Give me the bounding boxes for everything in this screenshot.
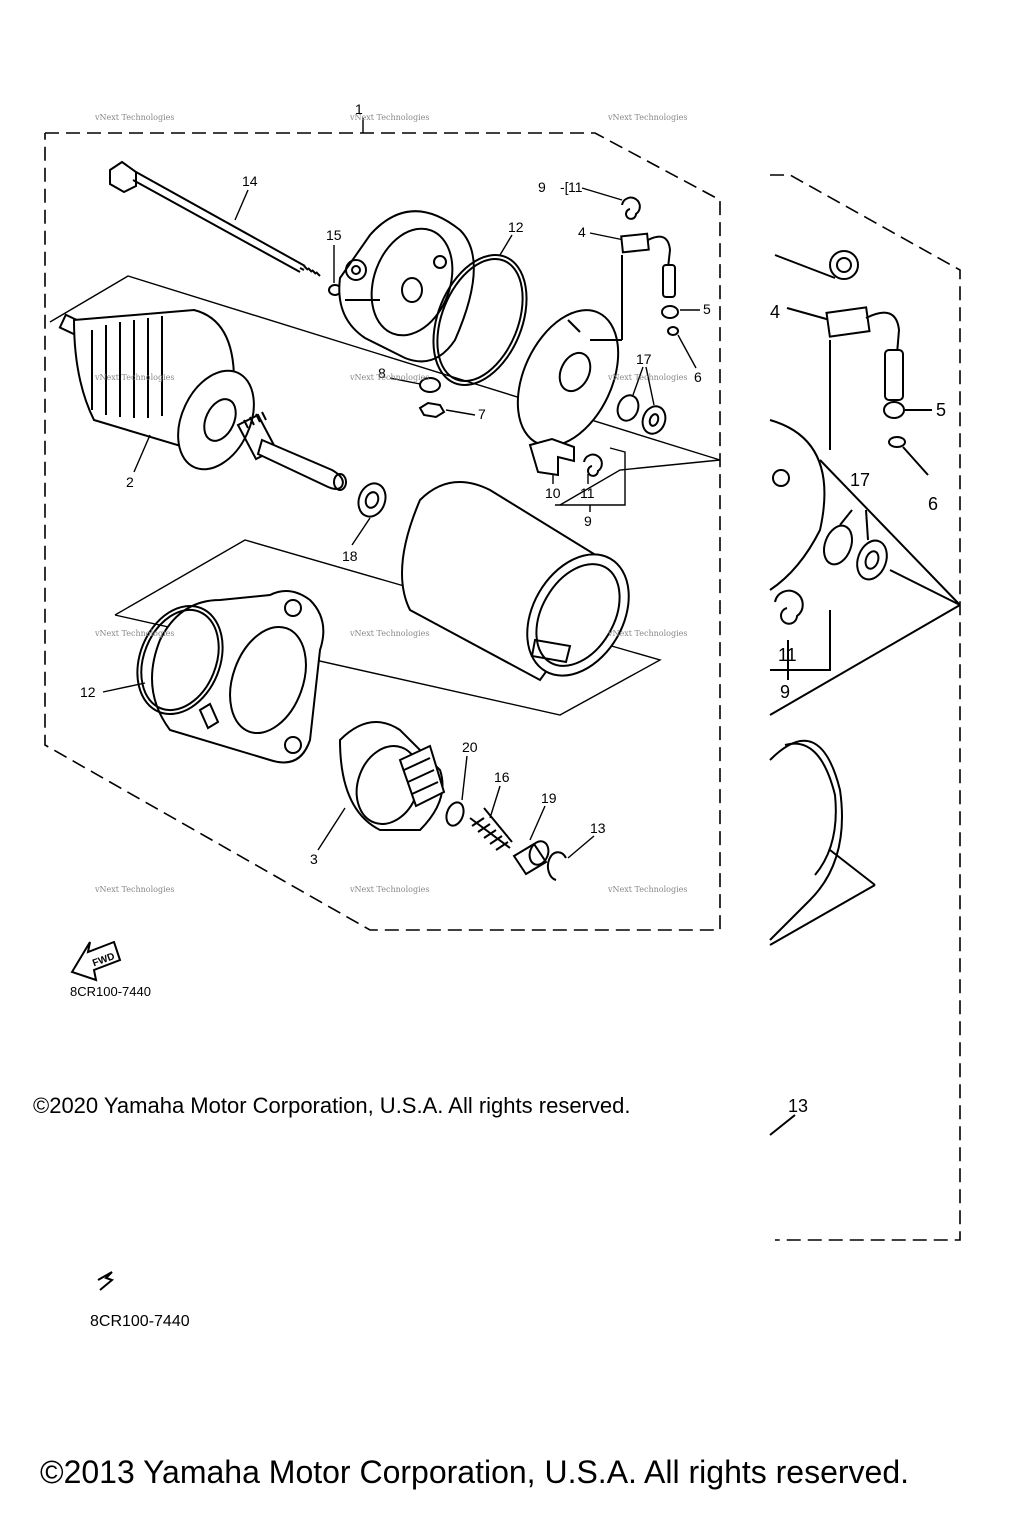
callout-3: 3 — [310, 851, 318, 867]
zoomed-diagram-background: 4 5 6 17 11 9 13 8CR100-7440 — [90, 174, 961, 1330]
zoom-callout-4: 4 — [770, 302, 780, 322]
callout-15: 15 — [326, 227, 342, 243]
callout-12-bottom: 12 — [80, 684, 96, 700]
callout-4: 4 — [578, 224, 586, 240]
callout-12-top: 12 — [508, 219, 524, 235]
spring-16 — [469, 807, 513, 851]
callout-13: 13 — [590, 820, 606, 836]
zoom-callout-9: 9 — [780, 682, 790, 702]
callout-5: 5 — [703, 301, 711, 317]
washer-8 — [419, 377, 441, 393]
zoom-callout-11: 11 — [778, 645, 797, 665]
svg-text:vNext Technologies: vNext Technologies — [94, 885, 174, 894]
brush-spring-11-top — [621, 196, 641, 220]
callout-2: 2 — [126, 474, 134, 490]
collar-19 — [512, 840, 550, 876]
callout-1: 1 — [355, 101, 363, 117]
callout-16: 16 — [494, 769, 510, 785]
svg-text:vNext Technologies: vNext Technologies — [94, 113, 174, 122]
fwd-arrow-fragment-icon — [97, 1271, 115, 1291]
callout-17: 17 — [636, 351, 652, 367]
through-bolt — [109, 160, 321, 277]
brush-4 — [620, 232, 676, 340]
front-cover-bracket — [151, 590, 325, 764]
zoom-callout-6: 6 — [928, 494, 938, 514]
callout-6: 6 — [694, 369, 702, 385]
svg-text:vNext Technologies: vNext Technologies — [349, 885, 429, 894]
callout-18: 18 — [342, 548, 358, 564]
svg-text:vNext Technologies: vNext Technologies — [607, 373, 687, 382]
circlip-13 — [546, 851, 567, 881]
zoom-callout-17: 17 — [850, 470, 870, 490]
zoom-callout-13: 13 — [788, 1096, 808, 1116]
svg-text:vNext Technologies: vNext Technologies — [349, 629, 429, 638]
yoke-housing — [401, 481, 630, 682]
rear-end-cover — [338, 210, 475, 363]
svg-text:vNext Technologies: vNext Technologies — [607, 113, 687, 122]
svg-text:vNext Technologies: vNext Technologies — [349, 113, 429, 122]
washer-18 — [357, 482, 387, 518]
callout-14: 14 — [242, 173, 258, 189]
callout-11-top: 11 — [568, 179, 583, 195]
watermarks: vNext Technologies vNext Technologies vN… — [94, 113, 687, 894]
copyright-2013: ©2013 Yamaha Motor Corporation, U.S.A. A… — [40, 1454, 909, 1490]
plane-2 — [114, 539, 662, 716]
armature-2 — [58, 308, 347, 491]
assembly-boundary — [44, 132, 721, 931]
o-ring-12-top — [432, 254, 528, 386]
callout-19: 19 — [541, 790, 557, 806]
washer-20 — [445, 801, 465, 827]
svg-text:vNext Technologies: vNext Technologies — [349, 373, 429, 382]
pinion-clutch-3 — [338, 721, 446, 831]
callout-7: 7 — [478, 406, 486, 422]
callout-9-bottom: 9 — [584, 513, 592, 529]
part-code-lower: 8CR100-7440 — [90, 1313, 190, 1330]
fwd-arrow-icon: FWD — [70, 940, 122, 982]
callout-20: 20 — [462, 739, 478, 755]
callout-9-top: 9 — [538, 179, 546, 195]
o-ring-12-bottom — [136, 604, 224, 716]
copyright-2020: ©2020 Yamaha Motor Corporation, U.S.A. A… — [33, 1093, 630, 1118]
svg-text:vNext Technologies: vNext Technologies — [94, 373, 174, 382]
brush-spring-11 — [583, 453, 603, 477]
svg-text:vNext Technologies: vNext Technologies — [94, 629, 174, 638]
svg-text:-[: -[ — [560, 179, 569, 195]
part-code: 8CR100-7440 — [70, 984, 151, 999]
svg-text:vNext Technologies: vNext Technologies — [607, 629, 687, 638]
o-ring-6 — [667, 326, 679, 336]
zoom-callout-5: 5 — [936, 400, 946, 420]
callout-10: 10 — [545, 485, 561, 501]
svg-text:vNext Technologies: vNext Technologies — [607, 885, 687, 894]
insulator-5 — [661, 305, 680, 319]
brush-holder-10 — [528, 437, 575, 477]
callout-11-bottom: 11 — [580, 485, 595, 501]
washer-17b — [641, 405, 667, 435]
callout-8: 8 — [378, 365, 386, 381]
plane-3 — [559, 459, 721, 506]
nut-7 — [418, 401, 446, 419]
washer-17a — [616, 394, 640, 422]
